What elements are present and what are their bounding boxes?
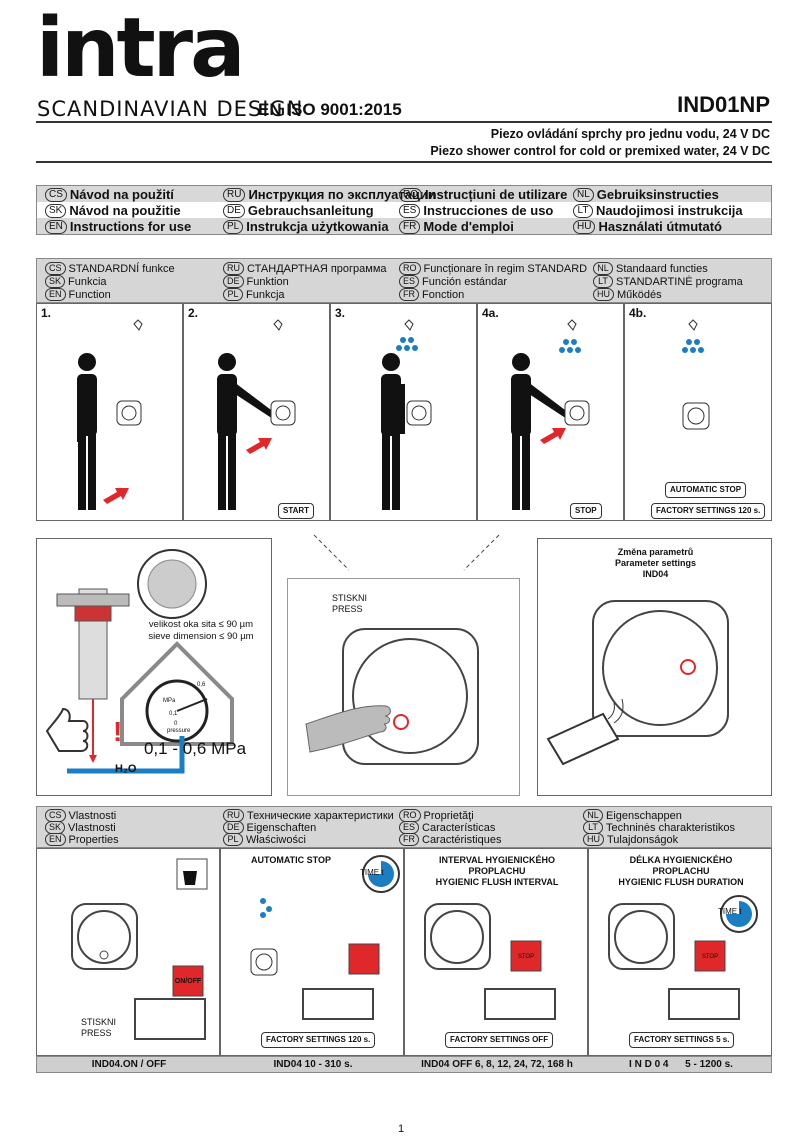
params-en: Parameter settings bbox=[614, 558, 697, 568]
installation-diagram bbox=[45, 549, 234, 774]
stop-label: STOP bbox=[570, 503, 602, 519]
installation-panel: velikost oka sita ≤ 90 µm sieve dimensio… bbox=[36, 538, 272, 796]
water-label: H₂O bbox=[115, 763, 137, 775]
remote-control-figure bbox=[546, 600, 729, 766]
code-interval: IND04 OFF 6, 8, 12, 24, 72, 168 h bbox=[421, 1059, 573, 1070]
params-code: IND04 bbox=[642, 569, 669, 579]
duration-button-label: STOP bbox=[701, 954, 719, 960]
person-figure bbox=[77, 319, 143, 510]
prop-panel-duration: DÉLKA HYGIENICKÉHO PROPLACHU HYGIENIC FL… bbox=[588, 848, 772, 1056]
brand-logo: intra bbox=[36, 1, 245, 96]
gauge-label: pressure bbox=[167, 728, 191, 734]
gauge-unit: MPa bbox=[163, 698, 176, 704]
code-duration: I N D 0 4 5 - 1200 s. bbox=[629, 1059, 733, 1070]
step-panel-3: 3. bbox=[330, 303, 477, 521]
code-autostop: IND04 10 - 310 s. bbox=[273, 1059, 353, 1070]
subtitle-cs: Piezo ovládání sprchy pro jednu vodu, 24… bbox=[490, 127, 770, 141]
subtitle-en: Piezo shower control for cold or premixe… bbox=[430, 144, 770, 158]
onoff-figure bbox=[71, 858, 208, 1040]
pointer-arrows bbox=[313, 534, 500, 571]
press-en: PRESS bbox=[332, 604, 363, 614]
press-en-2: PRESS bbox=[81, 1028, 112, 1038]
step-panel-2: 2. START bbox=[183, 303, 330, 521]
params-panel: Změna parametrů Parameter settings IND04 bbox=[537, 538, 772, 796]
duration-title: DÉLKA HYGIENICKÉHO PROPLACHU HYGIENIC FL… bbox=[618, 855, 744, 887]
sieve-cs: velikost oka sita ≤ 90 µm bbox=[148, 619, 254, 630]
interval-title: INTERVAL HYGIENICKÉHO PROPLACHU HYGIENIC… bbox=[435, 855, 559, 887]
person-showering-figure bbox=[381, 319, 432, 510]
model-number: IND01NP bbox=[677, 92, 770, 117]
gauge-min: 0,1 bbox=[169, 711, 178, 717]
sieve-en: sieve dimension ≤ 90 µm bbox=[148, 631, 254, 642]
gauge-max: 0,6 bbox=[197, 682, 206, 688]
person-pressing-figure bbox=[217, 319, 296, 510]
start-label: START bbox=[278, 503, 315, 519]
code-onoff: IND04.ON / OFF bbox=[91, 1059, 167, 1070]
time-label: TIME t bbox=[360, 868, 384, 877]
auto-stop-label: AUTOMATIC STOP bbox=[665, 482, 747, 498]
autostop-title: AUTOMATIC STOP bbox=[250, 855, 331, 865]
control-panel-press-figure bbox=[305, 628, 479, 765]
step-panel-4b: 4b. AUTOMATIC STOP FACTORY SETTINGS 120 … bbox=[624, 303, 772, 521]
pressure-range: 0,1 - 0,6 MPa bbox=[143, 739, 247, 758]
factory-settings-label: FACTORY SETTINGS 120 s. bbox=[651, 503, 766, 519]
step-panel-1: 1. bbox=[36, 303, 183, 521]
params-cs: Změna parametrů bbox=[617, 547, 694, 557]
prop-panel-autostop: AUTOMATIC STOP TIME t FACTORY SETTINGS 1… bbox=[220, 848, 404, 1056]
property-codes-bar: IND04.ON / OFF IND04 10 - 310 s. IND04 O… bbox=[36, 1056, 772, 1073]
time-label-2: TIME t bbox=[718, 907, 742, 916]
interval-button-label: STOP bbox=[517, 954, 535, 960]
auto-stop-figure bbox=[682, 319, 710, 430]
duration-factory: FACTORY SETTINGS 5 s. bbox=[629, 1032, 735, 1048]
onoff-button-label: ON/OFF bbox=[174, 978, 202, 985]
interval-factory: FACTORY SETTINGS OFF bbox=[445, 1032, 554, 1048]
iso-certification: EN ISO 9001:2015 bbox=[258, 100, 402, 119]
person-stopping-figure bbox=[511, 319, 590, 510]
prop-panel-onoff: ON/OFF STISKNI PRESS bbox=[36, 848, 220, 1056]
page-number: 1 bbox=[398, 1123, 405, 1135]
press-cs: STISKNI bbox=[332, 593, 368, 603]
prop-panel-interval: INTERVAL HYGIENICKÉHO PROPLACHU HYGIENIC… bbox=[404, 848, 588, 1056]
duration-figure bbox=[608, 895, 758, 1020]
warning-mark: ! bbox=[113, 716, 123, 747]
autostop-factory: FACTORY SETTINGS 120 s. bbox=[261, 1032, 376, 1048]
header-divider bbox=[36, 121, 772, 123]
step-panel-4a: 4a. STOP bbox=[477, 303, 624, 521]
interval-figure bbox=[424, 903, 556, 1020]
autostop-figure bbox=[250, 855, 400, 1020]
press-cs-2: STISKNI bbox=[81, 1017, 117, 1027]
gauge-zero: 0 bbox=[174, 721, 178, 727]
press-panel: STISKNI PRESS bbox=[287, 578, 520, 796]
brand-tagline: SCANDINAVIAN DESIGN bbox=[37, 97, 304, 121]
subtitle-divider bbox=[36, 161, 772, 163]
